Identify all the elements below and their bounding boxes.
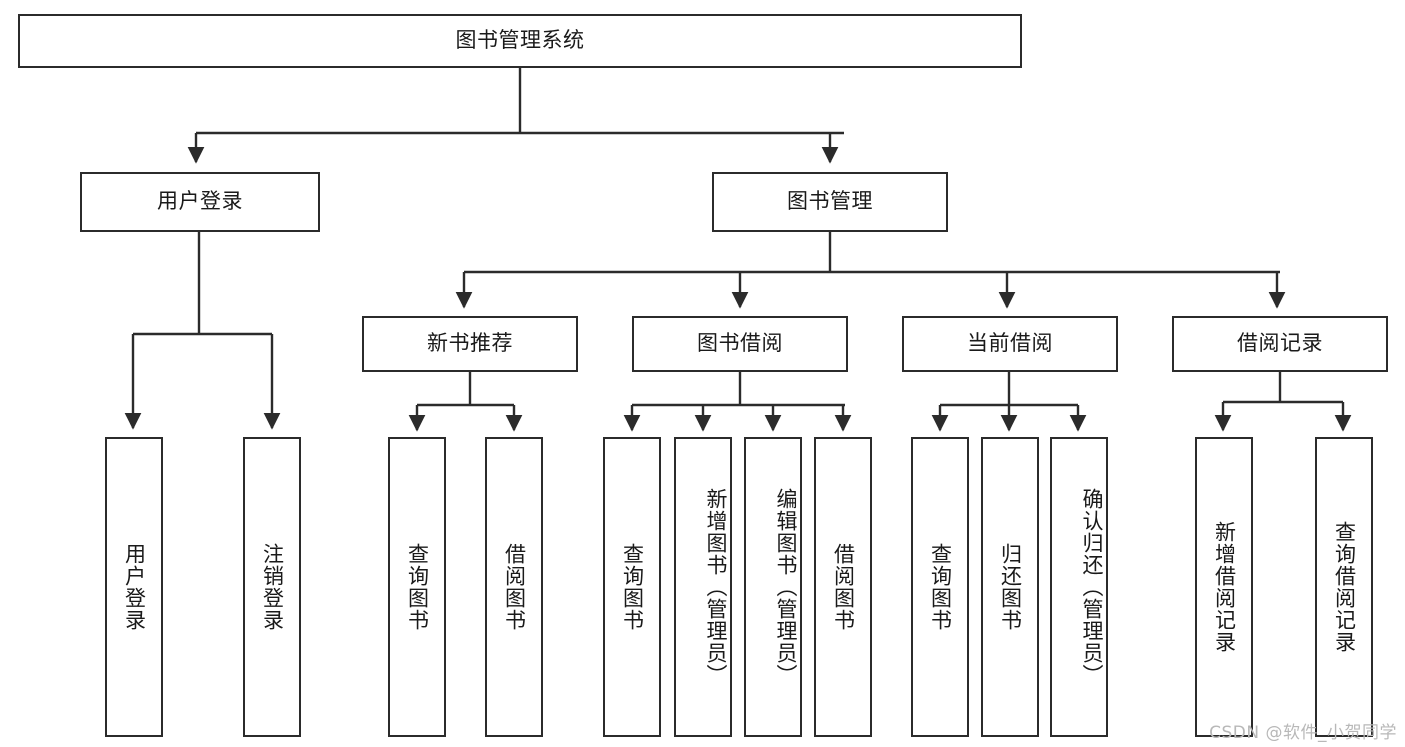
leaf-query-book-current[interactable]: 查询图书 [911, 437, 969, 737]
leaf-add-book[interactable]: 新增图书（管理员） [674, 437, 732, 737]
leaf-add-borrow-record[interactable]: 新增借阅记录 [1195, 437, 1253, 737]
leaf-query-borrow-record[interactable]: 查询借阅记录 [1315, 437, 1373, 737]
leaf-logout-login[interactable]: 注销登录 [243, 437, 301, 737]
leaf-confirm-return[interactable]: 确认归还（管理员） [1050, 437, 1108, 737]
node-new-book-recommend[interactable]: 新书推荐 [362, 316, 578, 372]
node-book-manage[interactable]: 图书管理 [712, 172, 948, 232]
node-borrow-record[interactable]: 借阅记录 [1172, 316, 1388, 372]
watermark: CSDN @软件_小贺同学 [1209, 723, 1397, 743]
leaf-edit-book[interactable]: 编辑图书（管理员） [744, 437, 802, 737]
node-current-borrow[interactable]: 当前借阅 [902, 316, 1118, 372]
leaf-query-book-recommend[interactable]: 查询图书 [388, 437, 446, 737]
leaf-borrow-book-borrow[interactable]: 借阅图书 [814, 437, 872, 737]
node-root[interactable]: 图书管理系统 [18, 14, 1022, 68]
leaf-query-book-borrow[interactable]: 查询图书 [603, 437, 661, 737]
leaf-borrow-book-recommend[interactable]: 借阅图书 [485, 437, 543, 737]
node-user-login[interactable]: 用户登录 [80, 172, 320, 232]
leaf-user-login[interactable]: 用户登录 [105, 437, 163, 737]
node-book-borrow[interactable]: 图书借阅 [632, 316, 848, 372]
leaf-return-book[interactable]: 归还图书 [981, 437, 1039, 737]
